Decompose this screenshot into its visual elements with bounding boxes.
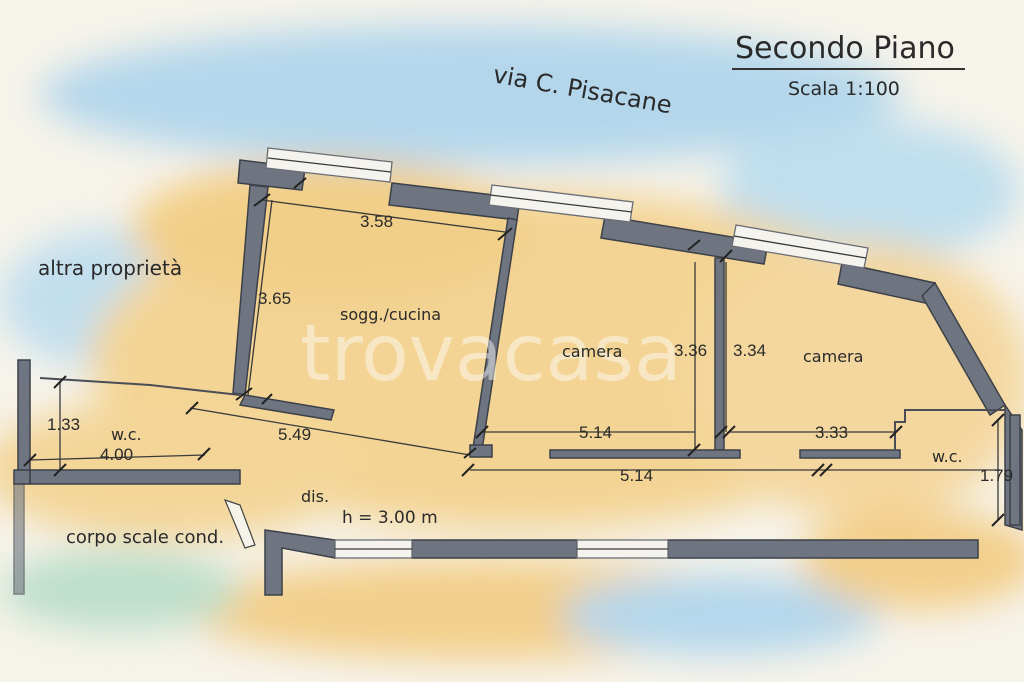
room-label-wc-right: w.c. [932,447,963,466]
dim-bedroom-2-depth: 3.34 [733,341,766,360]
dim-kitchen-lower: 5.49 [278,425,311,444]
dim-kitchen-width: 3.58 [360,212,393,231]
watercolor-wash [0,25,1024,660]
room-label-hall: dis. [301,487,329,506]
windows [265,147,869,559]
dim-bedroom-1-width: 5.14 [579,423,612,442]
stairwell-label: corpo scale cond. [66,527,224,548]
dim-wc-left-depth: 1.33 [47,415,80,434]
dim-wc-right-depth: 1.79 [980,466,1013,485]
dimension-ticks [23,177,1005,527]
dimension-lines [29,199,1000,520]
room-label-bedroom-2: camera [803,347,863,366]
room-label-bedroom-1: camera [562,342,622,361]
plan-title: Secondo Piano [735,31,955,66]
ceiling-height-label: h = 3.00 m [342,508,438,528]
door-swing [223,499,256,549]
dim-wc-left-width: 4.00 [100,445,133,464]
dim-bedroom-1-depth: 3.36 [674,341,707,360]
room-label-wc-left: w.c. [111,425,142,444]
other-property-label: altra proprietà [38,256,182,280]
watermark: trovacasa [300,309,682,399]
dim-kitchen-depth: 3.65 [258,289,291,308]
walls [13,159,1023,596]
room-label-kitchen: sogg./cucina [340,305,441,324]
dim-hall-width: 5.14 [620,466,653,485]
dim-bedroom-2-width: 3.33 [815,423,848,442]
plan-scale: Scala 1:100 [788,78,900,100]
